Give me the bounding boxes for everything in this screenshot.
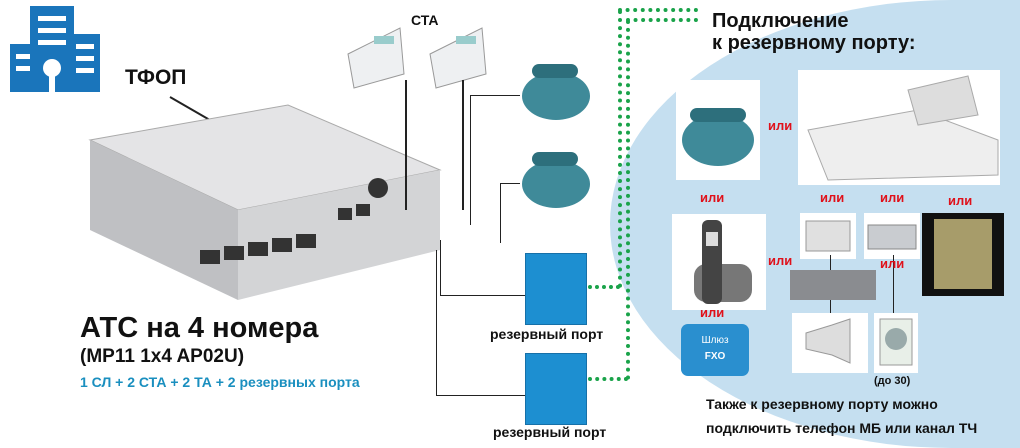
clock-image <box>874 313 918 373</box>
wire <box>436 250 437 395</box>
desk-phone-image <box>676 80 760 180</box>
right-title-line2: к резервному порту: <box>712 32 916 54</box>
pbx-device <box>88 104 442 300</box>
reserve-port-2-label: резервный порт <box>493 424 607 440</box>
wire <box>500 183 520 184</box>
reserve-port-1-label: резервный порт <box>490 326 604 342</box>
speaker-image <box>792 313 868 373</box>
system-phones-icon <box>347 27 487 89</box>
fxo-line2: FXO <box>704 351 726 362</box>
intercom-image <box>922 213 1004 296</box>
right-title-line1: Подключение <box>712 10 849 32</box>
wire <box>470 95 471 225</box>
link-line <box>588 377 628 381</box>
pbx-config: 1 СЛ + 2 СТА + 2 ТА + 2 резервных порта <box>80 374 360 390</box>
building-icon <box>10 6 100 92</box>
wire <box>893 255 894 320</box>
analog-phones-icon <box>522 64 590 208</box>
or-label: или <box>768 118 793 133</box>
pstn-label: ТФОП <box>125 66 187 89</box>
footnote-line1: Также к резервному порту можно <box>706 396 938 412</box>
or-label: или <box>700 190 725 205</box>
or-label: или <box>820 190 845 205</box>
sta-label: СТА <box>411 12 439 28</box>
fax-image <box>798 70 1000 185</box>
link-line <box>618 8 698 12</box>
wire <box>405 80 407 210</box>
wire <box>470 95 520 96</box>
reserve-port-2[interactable] <box>525 353 587 425</box>
reserve-port-1[interactable] <box>525 253 587 325</box>
wire <box>440 240 441 295</box>
or-label: или <box>700 305 725 320</box>
link-line <box>618 10 622 288</box>
pbx-title: АТС на 4 номера <box>80 312 319 344</box>
adapter-image <box>800 213 856 259</box>
clock-note: (до 30) <box>874 375 911 387</box>
wire <box>462 80 464 210</box>
amplifier-image <box>790 270 876 300</box>
link-line <box>626 18 698 22</box>
or-label: или <box>880 190 905 205</box>
pbx-model: (MP11 1x4 AP02U) <box>80 346 245 367</box>
or-label: или <box>880 256 905 271</box>
cordless-phone-image <box>672 214 766 310</box>
or-label: или <box>768 253 793 268</box>
wire <box>436 395 525 396</box>
wire <box>500 183 501 243</box>
footnote-line2: подключить телефон МБ или канал ТЧ <box>706 420 978 436</box>
wire <box>440 295 525 296</box>
or-label: или <box>948 193 973 208</box>
link-line <box>588 285 620 289</box>
fxo-line1: Шлюз <box>701 335 729 346</box>
link-line <box>626 20 630 380</box>
module-image <box>864 213 920 259</box>
